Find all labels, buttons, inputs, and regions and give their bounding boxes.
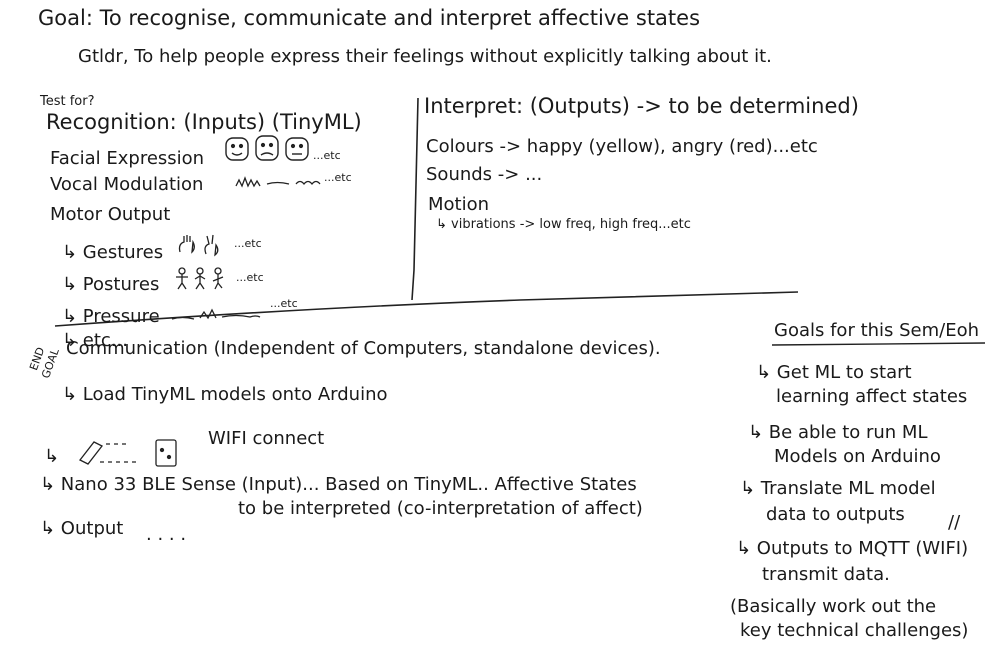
recognition-heading: Recognition: (Inputs) (TinyML) <box>46 110 362 134</box>
load-models-item: ↳ Load TinyML models onto Arduino <box>62 384 388 405</box>
device-arrow: ↳ <box>44 446 60 467</box>
sem-goal-2a: ↳ Be able to run ML <box>748 422 928 443</box>
pressure-etc: ...etc <box>270 297 298 310</box>
motion-item: Motion <box>428 194 490 215</box>
output-dots: . . . . <box>146 524 187 545</box>
sem-goal-5b: key technical challenges) <box>740 620 969 641</box>
sem-goal-3c: // <box>948 512 961 533</box>
facial-etc: ...etc <box>313 149 341 162</box>
sem-goal-3a: ↳ Translate ML model <box>740 478 936 499</box>
output-rest: to be interpreted (co-interpretation of … <box>238 498 643 519</box>
test-for-label: Test for? <box>40 94 95 109</box>
interpret-heading: Interpret: (Outputs) -> to be determined… <box>424 94 859 118</box>
sem-goal-4a: ↳ Outputs to MQTT (WIFI) <box>736 538 969 559</box>
sem-goal-1a: ↳ Get ML to start <box>756 362 912 383</box>
vertical-divider <box>411 97 419 301</box>
vocal-etc: ...etc <box>324 171 352 184</box>
sem-title-underline <box>771 342 986 346</box>
face-doodles-icon <box>225 135 309 161</box>
nano-item: ↳ Nano 33 BLE Sense (Input)... Based on … <box>40 474 637 495</box>
sem-goal-5a: (Basically work out the <box>730 596 937 617</box>
communication-heading: Communication (Independent of Computers,… <box>66 338 661 359</box>
sem-goal-3b: data to outputs <box>766 504 905 525</box>
wifi-connect: WIFI connect <box>208 428 325 449</box>
goal-line-1: Goal: To recognise, communicate and inte… <box>38 6 701 30</box>
device-connection-icon <box>79 439 177 467</box>
sem-goal-1b: learning affect states <box>776 386 968 407</box>
etc-item: ↳ etc... <box>62 330 128 351</box>
horizontal-divider <box>54 291 799 327</box>
motor-output: Motor Output <box>50 204 171 225</box>
postures-item: ↳ Postures <box>62 274 160 295</box>
sounds-item: Sounds -> ... <box>426 164 543 185</box>
stick-figures-icon <box>176 267 224 290</box>
sem-goal-4b: transmit data. <box>762 564 890 585</box>
pressure-item: ↳ Pressure <box>62 306 160 327</box>
vocal-squiggle <box>235 176 321 188</box>
postures-etc: ...etc <box>236 271 264 284</box>
vibrations-item: ↳ vibrations -> low freq, high freq...et… <box>436 217 691 232</box>
sem-goals-title: Goals for this Sem/Eoh <box>774 320 980 341</box>
hand-gestures-icon <box>178 234 219 257</box>
sem-goal-2b: Models on Arduino <box>774 446 941 467</box>
goal-line-2: Gtldr, To help people express their feel… <box>78 46 772 67</box>
colours-item: Colours -> happy (yellow), angry (red)..… <box>426 136 818 157</box>
gestures-item: ↳ Gestures <box>62 242 164 263</box>
pressure-squiggle <box>171 308 261 320</box>
facial-expression: Facial Expression <box>50 148 205 169</box>
vocal-modulation: Vocal Modulation <box>50 174 204 195</box>
gestures-etc: ...etc <box>234 237 262 250</box>
output-item: ↳ Output <box>40 518 124 539</box>
